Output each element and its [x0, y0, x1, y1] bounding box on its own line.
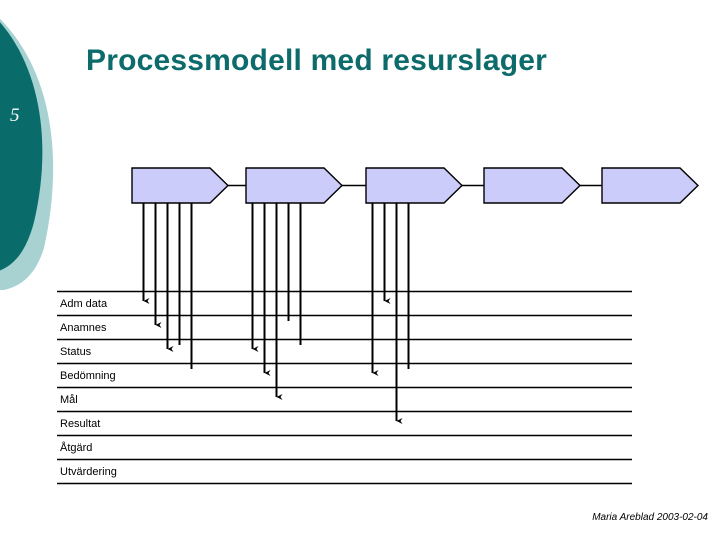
resource-row-label: Status: [60, 346, 92, 358]
process-step-shape-4[interactable]: [483, 167, 582, 204]
resource-row-label: Åtgärd: [60, 442, 93, 454]
process-step-shape-2[interactable]: [245, 167, 344, 204]
process-step-shape-5[interactable]: [601, 167, 700, 204]
resource-row-label: Adm data: [60, 298, 108, 310]
resource-row-label: Resultat: [60, 418, 101, 430]
process-step-shape-3[interactable]: [365, 167, 464, 204]
process-shapes-layer: [131, 167, 700, 204]
table-lines-layer: [57, 290, 632, 485]
resource-row-label: Utvärdering: [60, 466, 117, 478]
crescent-dark-shape: [0, 22, 43, 271]
resource-row-label: Mål: [60, 394, 78, 406]
process-step-shape-1[interactable]: [131, 167, 230, 204]
flow-lines-layer: [142, 196, 410, 424]
page-title: Processmodell med resurslager: [86, 44, 548, 77]
footer-credit: Maria Areblad 2003-02-04: [592, 512, 708, 523]
page-number: 5: [10, 105, 20, 126]
decorative-crescent: [0, 19, 54, 290]
resource-row-label: Bedömning: [60, 370, 116, 382]
resource-row-label: Anamnes: [60, 322, 107, 334]
